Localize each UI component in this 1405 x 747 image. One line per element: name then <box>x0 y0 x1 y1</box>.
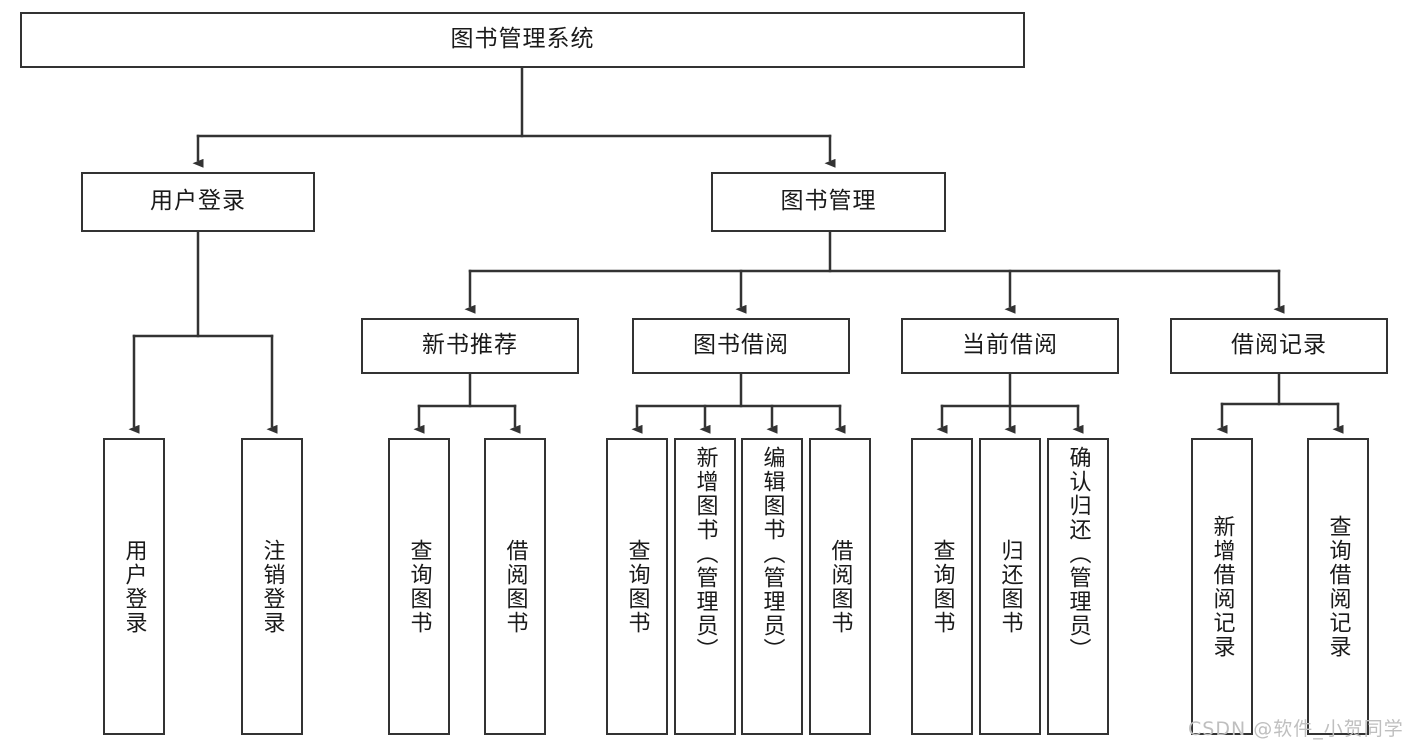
node-book-management[interactable]: 图书管理 <box>711 172 946 232</box>
node-leaf-return-book[interactable]: 归还图书 <box>979 438 1041 735</box>
node-leaf-query-borrow-record[interactable]: 查询借阅记录 <box>1307 438 1369 735</box>
node-leaf-user-logout[interactable]: 注销登录 <box>241 438 303 735</box>
node-leaf-edit-book-admin[interactable]: 编辑图书（管理员） <box>741 438 803 735</box>
node-borrow-record[interactable]: 借阅记录 <box>1170 318 1388 374</box>
node-book-management-system[interactable]: 图书管理系统 <box>20 12 1025 68</box>
node-leaf-user-login[interactable]: 用户登录 <box>103 438 165 735</box>
node-leaf-query-book-recommend[interactable]: 查询图书 <box>388 438 450 735</box>
node-book-borrow[interactable]: 图书借阅 <box>632 318 850 374</box>
node-leaf-query-book-current[interactable]: 查询图书 <box>911 438 973 735</box>
node-leaf-confirm-return-admin[interactable]: 确认归还（管理员） <box>1047 438 1109 735</box>
node-current-borrow[interactable]: 当前借阅 <box>901 318 1119 374</box>
node-user-login[interactable]: 用户登录 <box>81 172 315 232</box>
node-leaf-borrow-book-recommend[interactable]: 借阅图书 <box>484 438 546 735</box>
node-leaf-query-book-borrow[interactable]: 查询图书 <box>606 438 668 735</box>
node-leaf-add-book-admin[interactable]: 新增图书（管理员） <box>674 438 736 735</box>
node-leaf-add-borrow-record[interactable]: 新增借阅记录 <box>1191 438 1253 735</box>
csdn-watermark: CSDN @软件_小贺同学 <box>1188 718 1404 740</box>
node-leaf-borrow-book[interactable]: 借阅图书 <box>809 438 871 735</box>
node-new-book-recommend[interactable]: 新书推荐 <box>361 318 579 374</box>
